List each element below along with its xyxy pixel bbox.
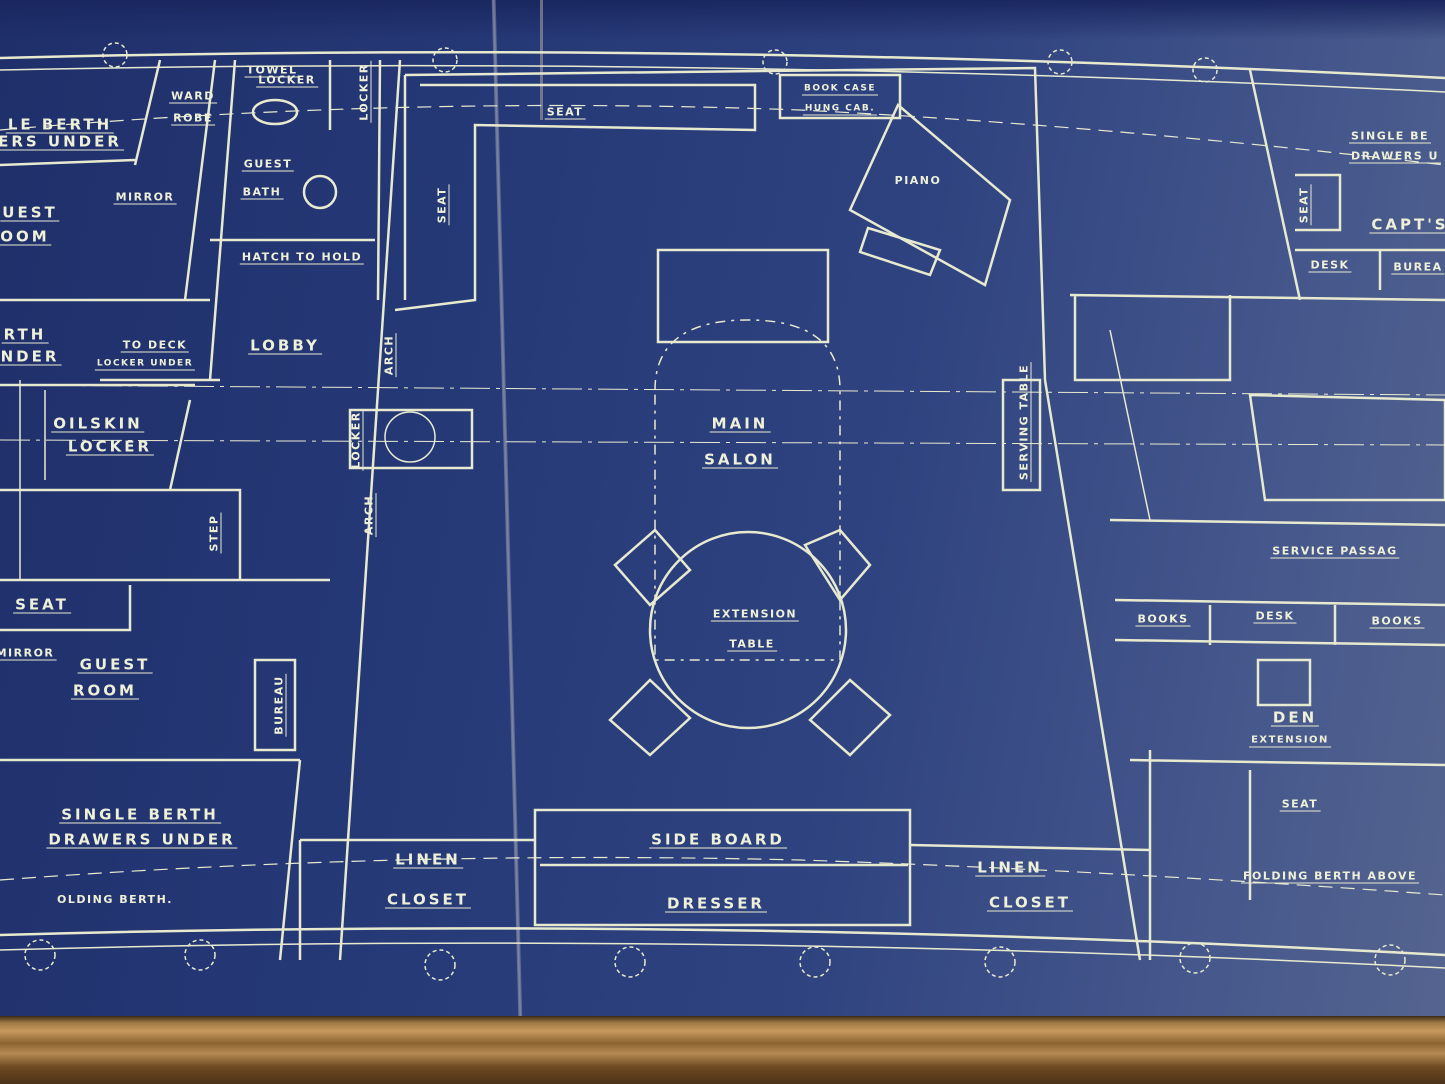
label-arch: ARCH — [382, 332, 397, 378]
floor-plan-drawing — [0, 42, 1445, 981]
label-salon: SALON — [702, 450, 778, 469]
label-locker-under: LOCKER UNDER — [94, 358, 196, 371]
label-linen: LINEN — [393, 850, 463, 869]
label-hung-cab: HUNG CAB. — [802, 103, 878, 116]
label-seat: SEAT — [13, 595, 71, 614]
label-guest-room: OOM — [0, 227, 52, 246]
paper-crease — [540, 0, 543, 120]
label-drawers-under: DRAWERS U — [1349, 149, 1441, 164]
label-drawers-under: DRAWERS UNDER — [46, 830, 238, 849]
label-mirror: MIRROR — [113, 190, 177, 205]
paper-shadow — [0, 0, 1445, 40]
label-dresser: DRESSER — [665, 894, 767, 913]
label-single-berth: SINGLE BE — [1348, 129, 1432, 144]
label-service-passage: SERVICE PASSAG — [1270, 544, 1400, 559]
label-single-berth: LE BERTH — [5, 115, 115, 134]
label-extension: EXTENSION — [710, 607, 800, 622]
label-main: MAIN — [709, 414, 771, 433]
label-bureau: BUREAU — [272, 673, 287, 737]
label-guest: GUEST — [241, 157, 295, 172]
label-seat: SEAT — [1279, 797, 1321, 812]
label-piano: PIANO — [894, 174, 942, 187]
label-table: TABLE — [727, 637, 777, 652]
label-towel: TOWEL — [244, 63, 300, 78]
label-mirror: MIRROR — [0, 647, 57, 661]
label-to-deck: TO DECK — [120, 338, 190, 353]
label-serving-table: SERVING TABLE — [1017, 361, 1032, 483]
label-drawers-under: ERS UNDER — [0, 134, 124, 151]
label-robe: ROBE — [171, 111, 215, 126]
label-linen: LINEN — [975, 858, 1045, 877]
label-seat: SEAT — [544, 105, 586, 120]
label-books: BOOKS — [1369, 614, 1425, 629]
label-guest-room: ROOM — [71, 681, 139, 700]
label-berth: RTH — [1, 325, 49, 344]
label-locker: LOCKER — [357, 61, 372, 123]
label-step: STEP — [207, 512, 222, 554]
label-arch: ARCH — [362, 492, 377, 538]
label-towel-locker: LOCKER — [256, 73, 318, 88]
label-seat: SEAT — [435, 184, 450, 226]
label-guest-room: UEST — [0, 203, 60, 222]
label-hatch-to-hold: HATCH TO HOLD — [239, 250, 365, 265]
label-single-berth: SINGLE BERTH — [59, 805, 221, 824]
wooden-frame — [0, 1016, 1445, 1084]
label-lobby: LOBBY — [248, 336, 322, 355]
label-den: DEN — [1270, 708, 1320, 727]
label-capts: CAPT'S — [1369, 217, 1445, 234]
label-oilskin-locker: LOCKER — [65, 437, 155, 456]
label-bath: BATH — [240, 185, 284, 200]
label-folding-berth-above: FOLDING BERTH ABOVE — [1240, 869, 1420, 884]
label-closet: CLOSET — [384, 890, 472, 909]
label-desk: DESK — [1253, 609, 1297, 624]
label-side-board: SIDE BOARD — [649, 830, 787, 849]
label-guest-room: GUEST — [77, 655, 153, 674]
label-ward: WARD — [169, 89, 217, 104]
label-locker: LOCKER — [349, 409, 364, 471]
label-bureau: BUREA — [1391, 260, 1445, 275]
label-closet: CLOSET — [986, 893, 1074, 912]
label-den-extension: EXTENSION — [1249, 734, 1331, 748]
label-under: NDER — [0, 347, 62, 366]
label-seat: SEAT — [1297, 184, 1312, 226]
label-oilskin: OILSKIN — [51, 414, 145, 433]
label-books: BOOKS — [1135, 612, 1191, 627]
label-book-case: BOOK CASE — [802, 83, 878, 96]
label-folding-berth: OLDING BERTH. — [57, 893, 173, 906]
label-desk: DESK — [1308, 258, 1352, 273]
